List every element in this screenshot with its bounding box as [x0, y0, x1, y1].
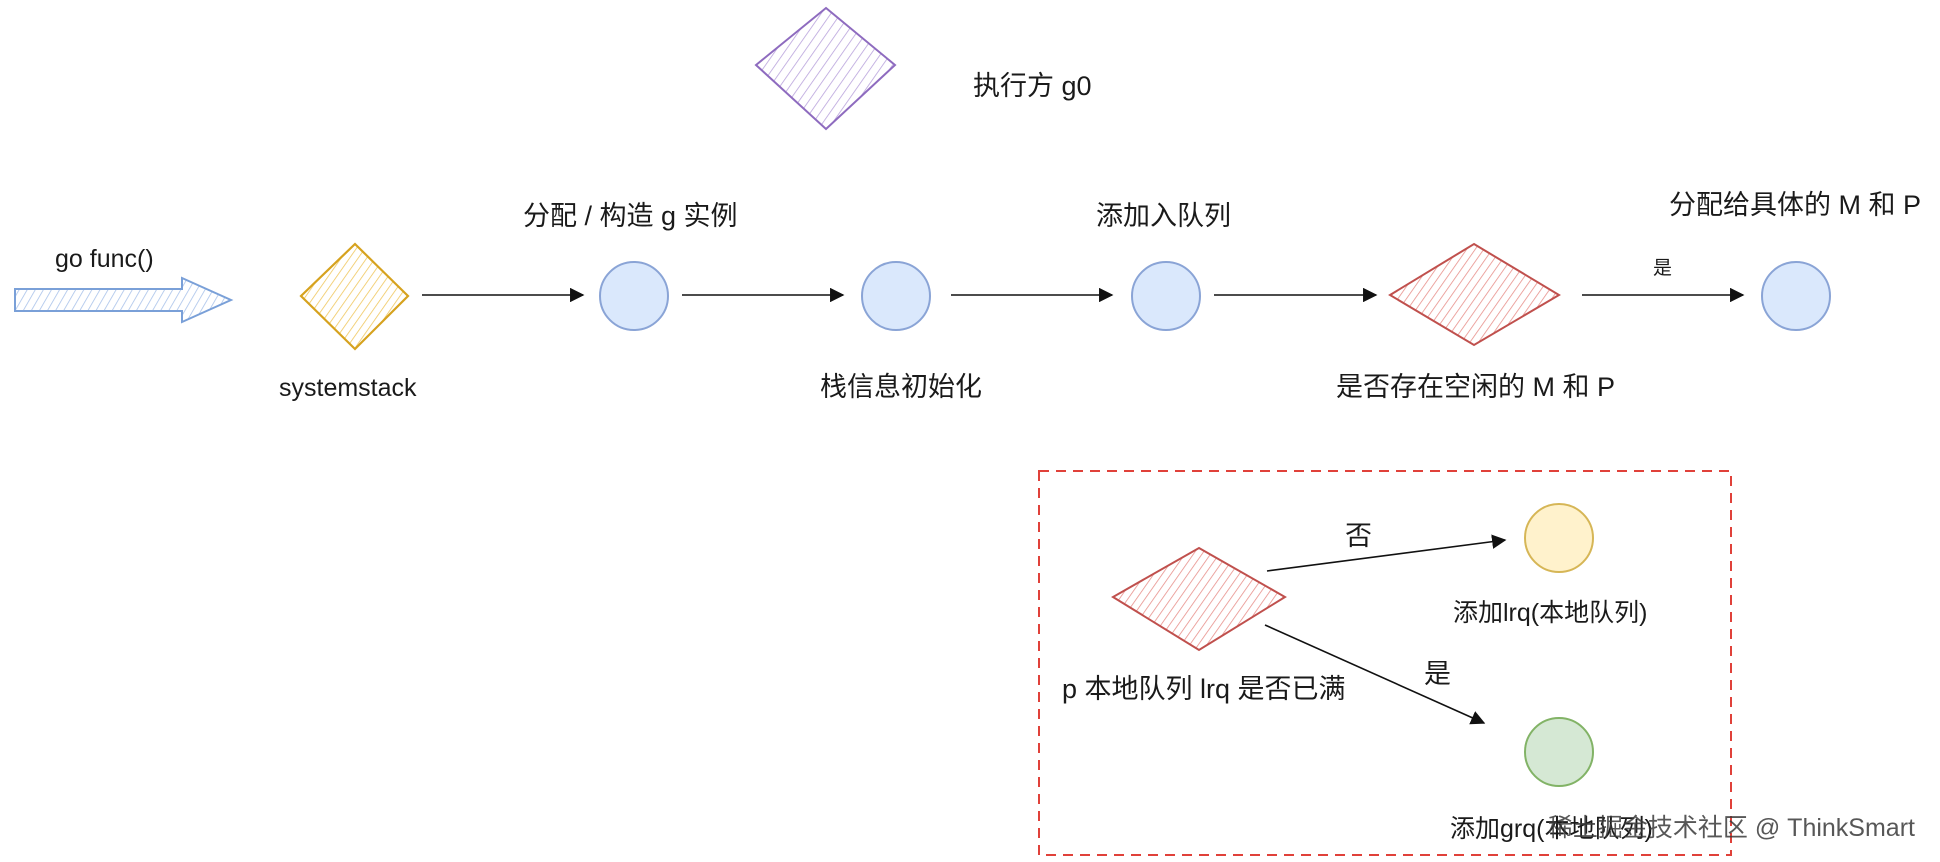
add-grq-circle	[1524, 717, 1594, 787]
stack-init-circle	[861, 261, 931, 331]
add-lrq-circle	[1524, 503, 1594, 573]
stack-init-label: 栈信息初始化	[820, 372, 982, 402]
arrow-yes-to-grq	[1264, 624, 1486, 725]
executor-g0-label: 执行方 g0	[973, 71, 1092, 101]
idle-mp-diamond	[1388, 242, 1561, 347]
yes-small-label: 是	[1653, 258, 1672, 279]
lrq-check-box	[1038, 470, 1732, 856]
lrq-full-label: p 本地队列 lrq 是否已满	[1062, 674, 1346, 704]
enqueue-label: 添加入队列	[1096, 201, 1231, 231]
no-label: 否	[1345, 521, 1372, 551]
watermark: 稀土掘金技术社区 @ ThinkSmart	[1548, 814, 1915, 842]
systemstack-diamond	[299, 242, 410, 351]
lrq-full-diamond	[1111, 546, 1287, 652]
executor-g0-diamond	[754, 6, 897, 131]
assign-mp-circle	[1761, 261, 1831, 331]
entry-arrow	[14, 276, 234, 324]
yes-label: 是	[1424, 659, 1451, 689]
alloc-g-circle	[599, 261, 669, 331]
arrow-no-to-lrq	[1266, 534, 1507, 572]
go-func-label: go func()	[55, 245, 154, 273]
assign-label: 分配给具体的 M 和 P	[1669, 190, 1921, 220]
add-lrq-label: 添加lrq(本地队列)	[1453, 599, 1647, 627]
alloc-label: 分配 / 构造 g 实例	[523, 201, 738, 231]
enqueue-circle	[1131, 261, 1201, 331]
add-grq-label: 添加grq(本地队列)	[1450, 815, 1653, 843]
idle-mp-label: 是否存在空闲的 M 和 P	[1336, 372, 1615, 402]
systemstack-label: systemstack	[279, 374, 417, 402]
